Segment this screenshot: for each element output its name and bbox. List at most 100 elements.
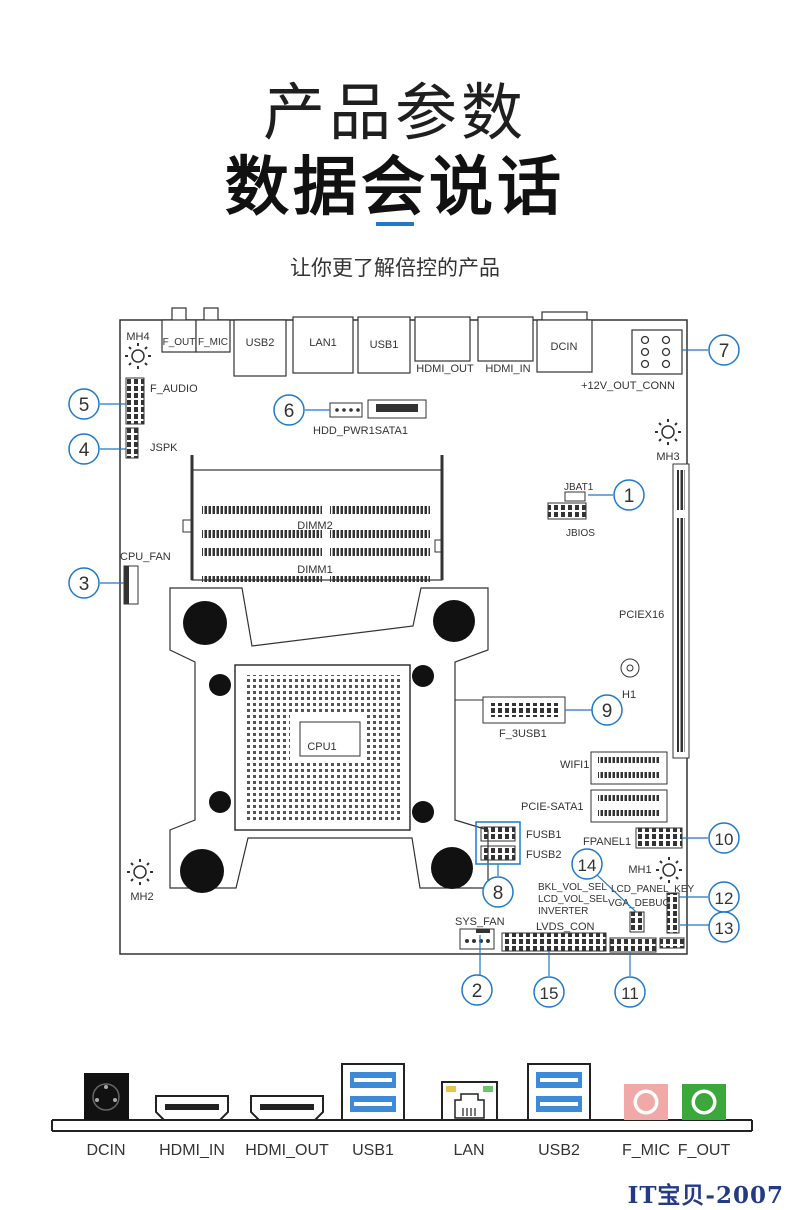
- conn12v-header: [631, 329, 683, 375]
- usb1-port: [357, 316, 411, 374]
- inverter-header: [609, 937, 657, 953]
- lan1-port: [292, 316, 354, 374]
- usb1-label: USB1: [370, 339, 399, 351]
- hdmi-in-port: [477, 316, 534, 362]
- svg-text:1: 1: [624, 486, 635, 507]
- bkl-header: [629, 911, 645, 933]
- pciex16-label: PCIEX16: [619, 609, 664, 621]
- rear-usb1-label: USB1: [352, 1142, 394, 1159]
- lan1-label: LAN1: [309, 337, 337, 349]
- mh2-label: MH2: [130, 891, 153, 903]
- rear-hdmi-in-label: HDMI_IN: [159, 1142, 225, 1159]
- vga-debug-header: [659, 937, 685, 949]
- vga-debug-label: VGA_DEBUG: [608, 898, 670, 909]
- svg-text:4: 4: [79, 440, 90, 461]
- mh3-label: MH3: [656, 451, 679, 463]
- lvds-connector: [501, 932, 607, 952]
- svg-text:11: 11: [621, 984, 639, 1003]
- f-3usb1-label: F_3USB1: [499, 728, 547, 740]
- inverter-label: INVERTER: [538, 906, 588, 917]
- cpu1-label: CPU1: [307, 741, 336, 753]
- fpanel1-label: FPANEL1: [583, 836, 631, 848]
- rear-f-mic-label: F_MIC: [622, 1142, 670, 1159]
- callout-3: 3: [68, 567, 100, 599]
- callout-9: 9: [591, 694, 623, 726]
- watermark: IT宝贝-2007: [627, 1182, 784, 1209]
- h1-hole: [620, 658, 640, 678]
- cpu-fan-label: CPU_FAN: [120, 551, 171, 563]
- jspk-header: [125, 427, 139, 459]
- hdd-pwr-label: HDD_PWR1SATA1: [313, 425, 408, 437]
- callout-6: 6: [273, 394, 305, 426]
- f-audio-header: [125, 377, 145, 425]
- top-ports: F_OUT F_MIC USB2 LAN1 USB1 HDMI_OUT HDMI…: [161, 307, 683, 392]
- wifi1-label: WIFI1: [560, 759, 589, 771]
- svg-text:12: 12: [715, 889, 734, 908]
- callout-lines: [100, 349, 710, 976]
- svg-text:8: 8: [493, 883, 504, 904]
- svg-text:5: 5: [79, 395, 90, 416]
- svg-text:6: 6: [284, 401, 295, 422]
- rear-f-out-label: F_OUT: [678, 1142, 731, 1159]
- callout-12: 12: [708, 881, 740, 913]
- cpu-socket: [169, 587, 489, 893]
- conn12v-label: +12V_OUT_CONN: [581, 380, 675, 392]
- lcd-panel-key-label: LCD_PANEL_KEY: [611, 884, 695, 895]
- dimm1-label: DIMM1: [297, 564, 332, 576]
- hdmi-out-port: [414, 316, 471, 362]
- page-subtitle: 让你更了解倍控的产品: [290, 256, 500, 280]
- mh4-label: MH4: [126, 331, 149, 343]
- dcin-jack-icon: [84, 1073, 129, 1120]
- svg-text:13: 13: [715, 919, 734, 938]
- page-headline: 数据会说话: [225, 151, 565, 225]
- dcin-label: DCIN: [551, 341, 578, 353]
- rear-hdmi-out-label: HDMI_OUT: [245, 1142, 329, 1159]
- callout-14: 14: [571, 848, 603, 880]
- callout-11: 11: [614, 976, 646, 1008]
- rear-io-panel: [51, 1063, 753, 1132]
- accent-divider: [376, 222, 414, 226]
- lcd-panel-key-header: [666, 892, 680, 934]
- callout-1: 1: [613, 479, 645, 511]
- conn12v-pins: [640, 335, 671, 369]
- usb2-port: [233, 319, 287, 377]
- rear-io-labels: DCIN HDMI_IN HDMI_OUT USB1 LAN USB2 F_MI…: [86, 1142, 730, 1159]
- f-audio-label: F_AUDIO: [150, 383, 198, 395]
- svg-text:10: 10: [715, 830, 734, 849]
- dimm2-label: DIMM2: [297, 520, 332, 532]
- svg-text:15: 15: [540, 984, 559, 1003]
- lcd-vol-sel-label: LCD_VOL_SEL: [538, 894, 608, 905]
- jbios-label: JBIOS: [566, 528, 595, 539]
- jbat1-jumper: [564, 491, 586, 502]
- f-out-label: F_OUT: [163, 337, 196, 348]
- callout-5: 5: [68, 388, 100, 420]
- jbat1-label: JBAT1: [564, 482, 594, 493]
- pcie-sata1-slot: [590, 789, 668, 823]
- hdmi-in-label: HDMI_IN: [485, 363, 530, 375]
- svg-text:3: 3: [79, 574, 90, 595]
- page-title: 产品参数: [262, 76, 527, 149]
- callout-2: 2: [461, 974, 493, 1006]
- rear-usb2-label: USB2: [538, 1142, 580, 1159]
- callout-4: 4: [68, 433, 100, 465]
- fusb1-header: [480, 826, 516, 842]
- svg-text:7: 7: [719, 341, 730, 362]
- callout-13: 13: [708, 911, 740, 943]
- rear-dcin-label: DCIN: [86, 1142, 125, 1159]
- fusb2-label: FUSB2: [526, 849, 561, 861]
- bkl-vol-sel-label: BKL_VOL_SEL: [538, 882, 607, 893]
- svg-text:14: 14: [578, 856, 597, 875]
- callout-15: 15: [533, 976, 565, 1008]
- dcin-port: [536, 319, 593, 373]
- fusb2-header: [480, 845, 516, 861]
- fusb1-label: FUSB1: [526, 829, 561, 841]
- sys-fan-label: SYS_FAN: [455, 916, 505, 928]
- mh1-label: MH1: [628, 864, 651, 876]
- dimm-slots: [182, 455, 444, 582]
- usb2-label: USB2: [246, 337, 275, 349]
- callout-10: 10: [708, 822, 740, 854]
- wifi1-slot: [590, 751, 668, 785]
- f-mic-port: [195, 319, 231, 353]
